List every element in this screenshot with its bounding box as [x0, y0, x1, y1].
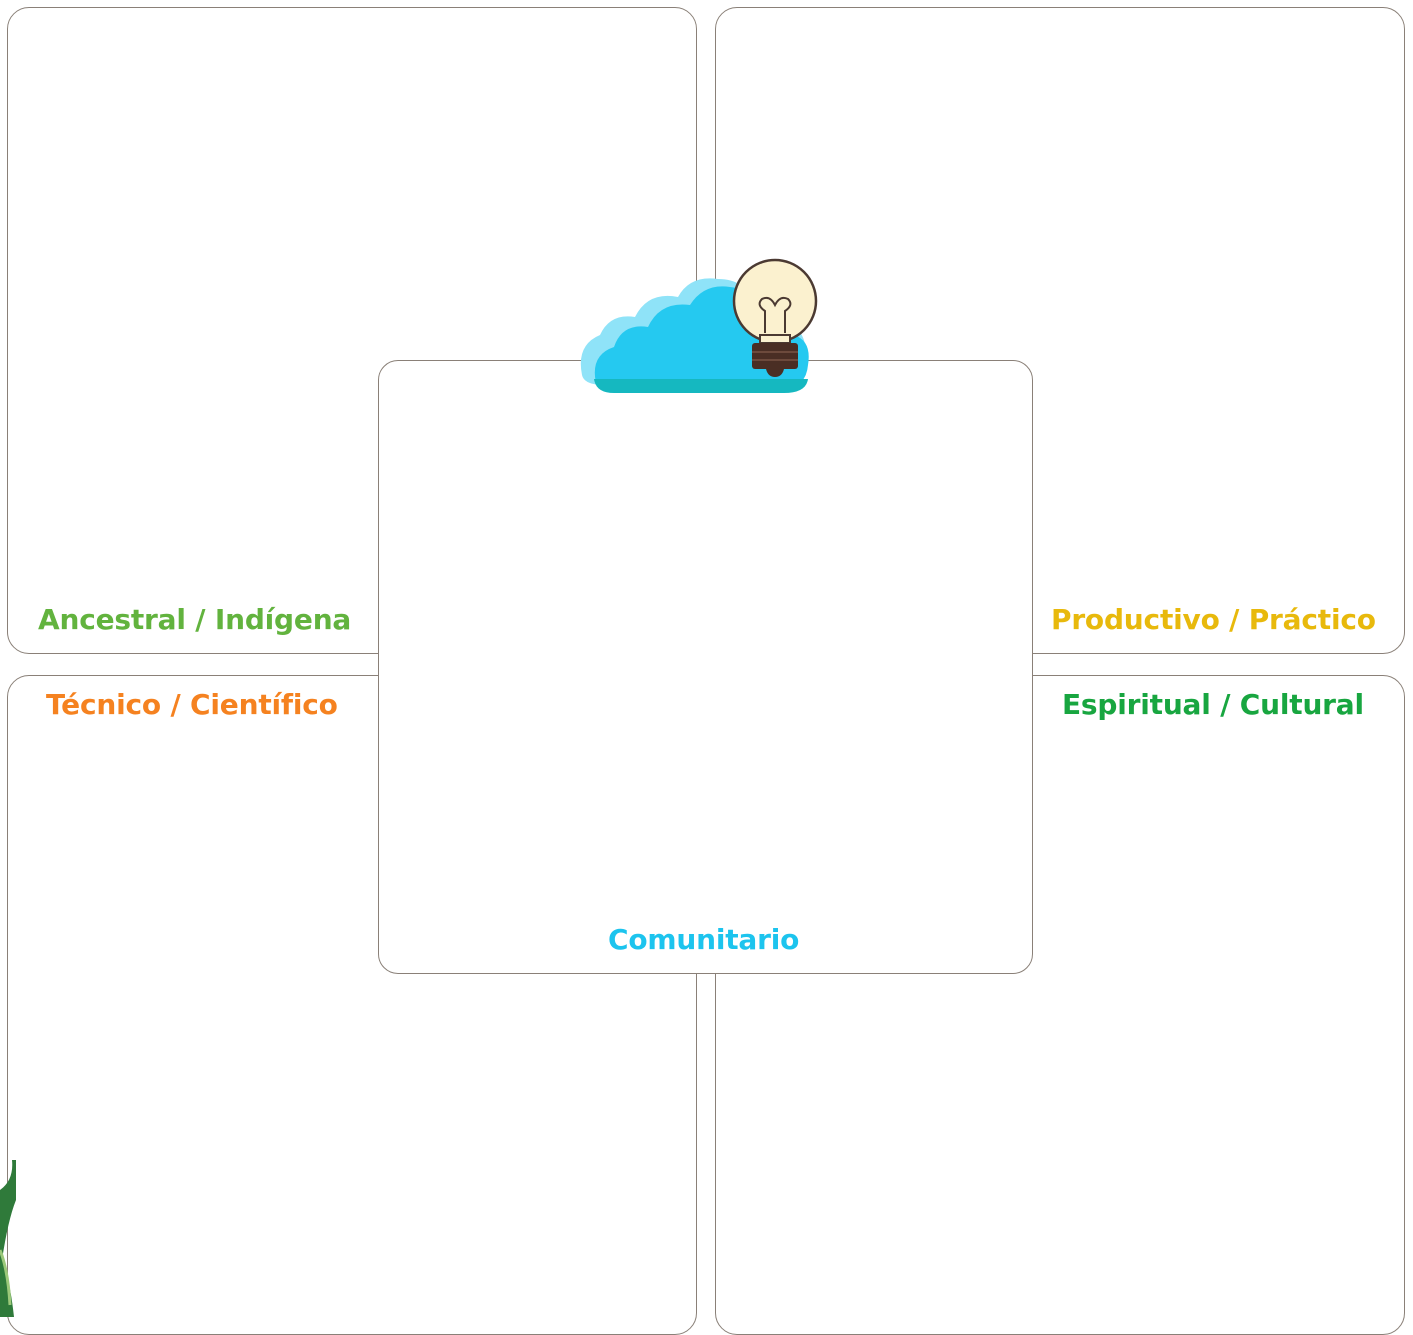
label-espiritual-cultural: Espiritual / Cultural	[1062, 688, 1364, 721]
label-tecnico-cientifico: Técnico / Científico	[46, 688, 338, 721]
cloud-lightbulb-illustration	[580, 258, 818, 393]
label-comunitario: Comunitario	[608, 923, 800, 956]
leaf-decoration	[0, 1160, 16, 1317]
label-ancestral-indigena: Ancestral / Indígena	[38, 603, 352, 636]
center-panel	[378, 360, 1033, 974]
lightbulb-icon	[732, 258, 818, 377]
label-productivo-practico: Productivo / Práctico	[1051, 603, 1376, 636]
